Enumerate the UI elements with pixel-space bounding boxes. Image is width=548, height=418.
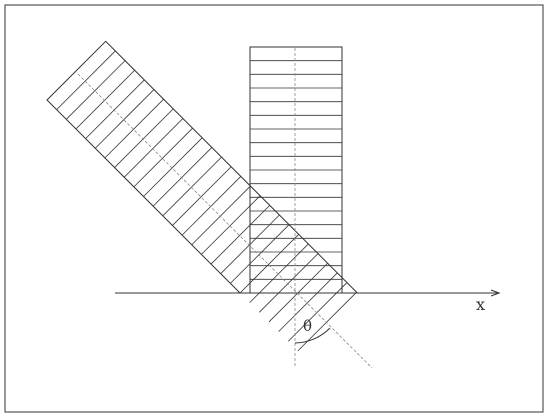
tilted-strip-hatch — [152, 147, 213, 207]
tilted-strip-hatch — [56, 50, 116, 110]
tilted-strip-hatch — [162, 156, 222, 217]
tilted-strip-hatch — [259, 253, 319, 313]
theta-label: θ — [303, 317, 312, 335]
tilted-strip-hatch — [191, 185, 251, 246]
tilted-strip-hatch — [85, 79, 145, 139]
tilted-strip-hatch — [94, 89, 155, 149]
tilted-strip-hatch — [239, 234, 299, 294]
tilted-strip-hatch — [133, 127, 193, 188]
tilted-strip-hatch — [287, 282, 348, 342]
tilted-strip-hatch — [278, 272, 338, 332]
tilted-strip-hatch — [143, 137, 203, 197]
tilted-strip-hatch — [66, 60, 126, 120]
x-axis-arrowhead — [490, 289, 501, 297]
tilted-strip-hatch — [114, 108, 174, 168]
tilted-strip-hatch — [201, 195, 261, 255]
tilted-strip-outline — [46, 40, 359, 294]
theta-angle-arc — [294, 327, 331, 344]
tilted-strip — [46, 40, 359, 352]
frame-border — [4, 4, 544, 413]
tilted-strip-hatch — [230, 224, 290, 284]
x-axis-label: x — [476, 295, 485, 314]
tilted-strip-hatch — [123, 118, 184, 178]
tilted-strip-hatch — [210, 205, 271, 265]
tilted-strip-hatch — [220, 214, 280, 274]
tilted-strip-hatch — [181, 176, 242, 236]
tilted-strip-hatch — [249, 243, 309, 303]
tilted-strip-hatch — [104, 98, 164, 159]
tilted-strip-centerline — [77, 73, 373, 369]
tilted-strip-hatch — [172, 166, 232, 226]
tilted-strip-hatch — [75, 69, 135, 130]
